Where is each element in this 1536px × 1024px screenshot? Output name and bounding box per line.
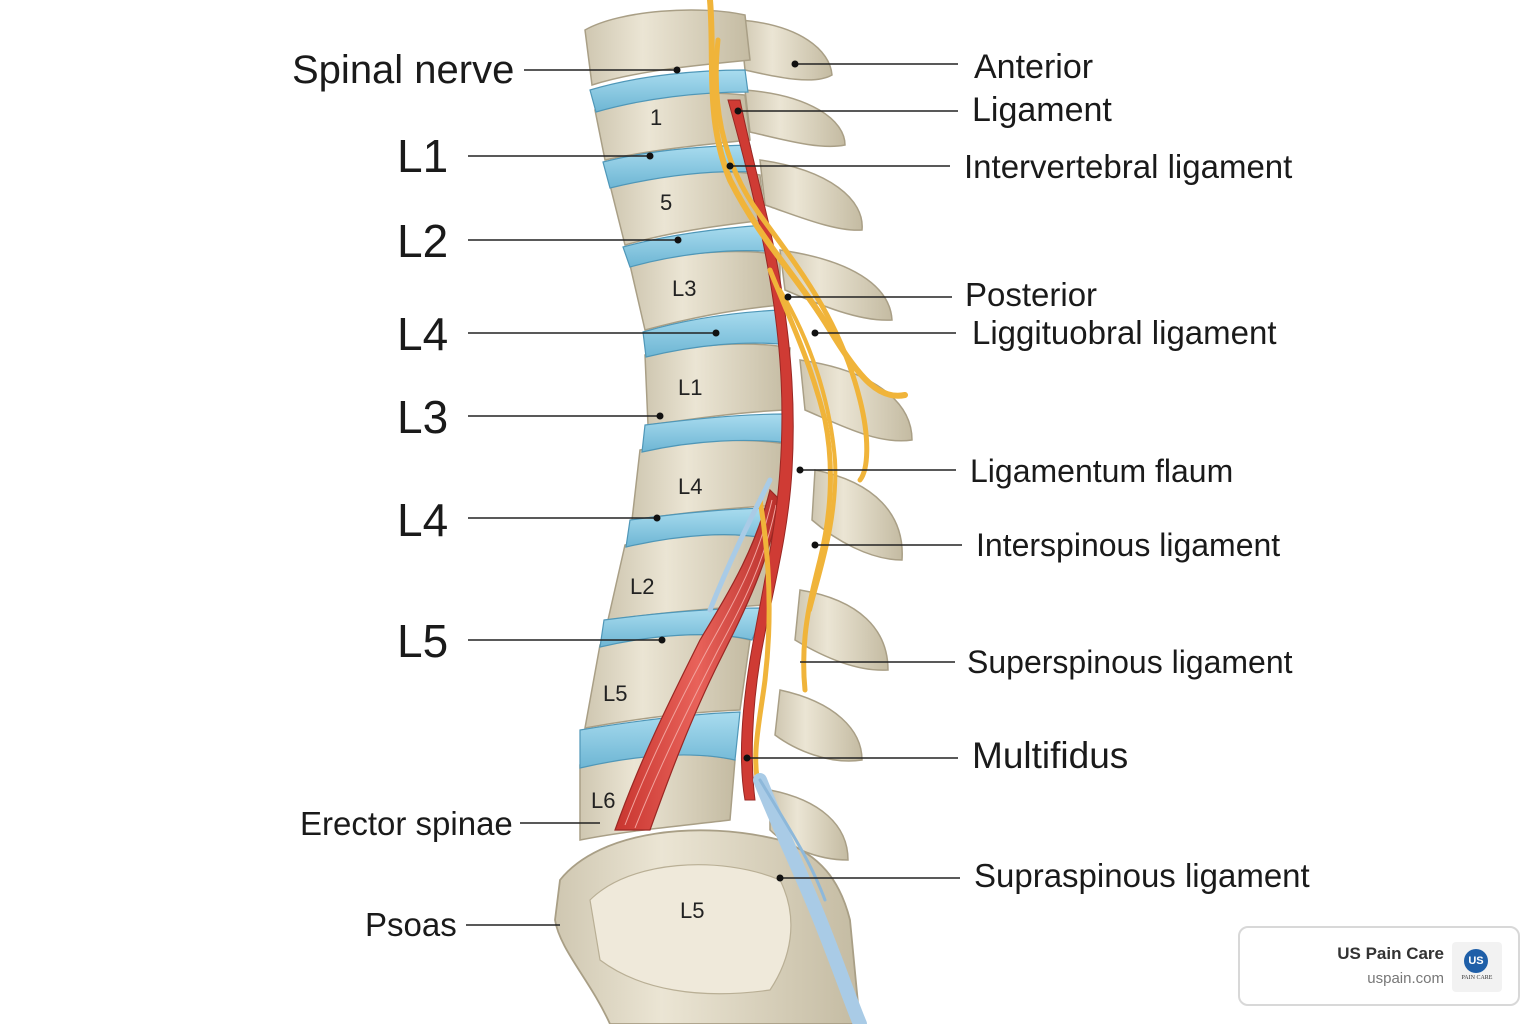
label-l3: L3 [397,391,448,443]
label-superspinous-ligament: Superspinous ligament [967,644,1293,680]
label-ligament: Ligament [972,91,1112,129]
pelvis [554,829,861,1024]
vertebra-label-0: 1 [650,105,662,130]
label-interspinous-ligament: Interspinous ligament [976,527,1280,563]
vertebra-label-3: L1 [678,375,702,400]
label-anterior: Anterior [974,48,1093,86]
label-l4-lower: L4 [397,494,448,546]
label-erector-spinae: Erector spinae [300,805,513,842]
vertebra-label-6: L5 [603,681,627,706]
brand-card[interactable]: US Pain Care uspain.com US PAIN CARE [1238,926,1520,1006]
vertebra-label-8: L5 [680,898,704,923]
vertebra-label-7: L6 [591,788,615,813]
right-labels: Anterior Ligament Intervertebral ligamen… [964,48,1310,894]
label-psoas: Psoas [365,906,457,943]
brand-url[interactable]: uspain.com [1367,970,1444,987]
label-liggituobral-ligament: Liggituobral ligament [972,314,1277,351]
label-ligamentum-flaum: Ligamentum flaum [970,453,1233,489]
nerve-roots [707,0,908,793]
muscle-fibers [624,499,777,829]
label-l2: L2 [397,215,448,267]
label-spinal-nerve: Spinal nerve [292,48,514,92]
brand-logo-mark: US [1464,949,1488,973]
vertebra-label-5: L2 [630,574,654,599]
spinal-cord [727,99,794,801]
brand-logo-caption: PAIN CARE [1461,975,1493,981]
left-labels: Spinal nerve L1 L2 L4 L3 L4 L5 Erector s… [292,48,514,943]
label-posterior: Posterior [965,276,1097,313]
vertebra-label-1: 5 [660,190,672,215]
label-multifidus: Multifidus [972,735,1128,776]
leader-lines [466,60,962,926]
label-l5: L5 [397,615,448,667]
brand-name: US Pain Care [1337,944,1444,963]
vertebra-label-2: L3 [672,276,696,301]
label-l4-upper: L4 [397,308,448,360]
label-supraspinous-ligament: Supraspinous ligament [974,857,1310,894]
label-l1: L1 [397,130,448,182]
tendon-bands [707,477,867,1024]
brand-logo: US PAIN CARE [1452,942,1502,992]
vertebra-label-4: L4 [678,474,702,499]
label-intervertebral-ligament: Intervertebral ligament [964,148,1292,185]
